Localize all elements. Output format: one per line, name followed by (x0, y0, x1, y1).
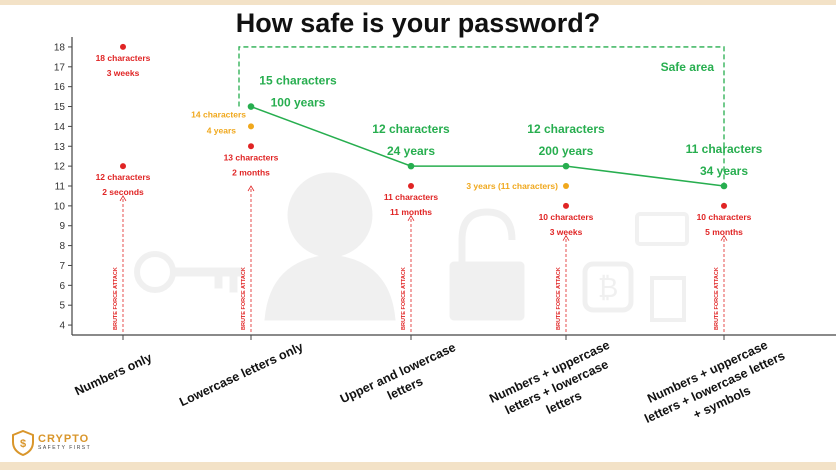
svg-text:₿: ₿ (598, 272, 619, 303)
brand-logo: $ CRYPTO SAFETY FIRST (12, 430, 91, 456)
danger-point (120, 163, 126, 170)
y-tick-label: 4 (59, 321, 65, 332)
card-icon (635, 212, 689, 246)
brute-force-arrowhead (119, 195, 127, 202)
danger-label-time: 2 months (232, 167, 270, 177)
warning-label-time: 4 years (207, 125, 237, 135)
brute-force-label: BRUTE FORCE ATTACK (241, 267, 247, 330)
y-tick-label: 10 (54, 201, 66, 212)
danger-label-time: 3 weeks (107, 68, 140, 78)
brute-force-arrowhead (407, 215, 415, 222)
chart-title: How safe is your password? (235, 8, 601, 38)
category-label: Numbers only (73, 350, 155, 398)
warning-label-time: 3 years (11 characters) (466, 181, 558, 191)
y-tick-label: 18 (54, 42, 66, 53)
svg-text:$: $ (20, 438, 26, 450)
danger-point (408, 183, 414, 189)
safe-point (720, 182, 728, 190)
y-tick-label: 5 (59, 301, 65, 312)
safe-point (562, 162, 570, 170)
y-tick-label: 16 (54, 82, 66, 93)
danger-label-chars: 12 characters (96, 172, 151, 182)
danger-label-chars: 13 characters (224, 152, 279, 162)
logo-name: CRYPTO (38, 433, 90, 445)
safe-label-time: 34 years (700, 164, 748, 178)
safe-line-path (250, 105, 725, 187)
danger-label-time: 3 weeks (550, 227, 583, 237)
padlock-icon (449, 208, 525, 321)
shield-icon: $ (12, 430, 34, 456)
safe-label-chars: 12 characters (527, 122, 605, 136)
brute-force-arrowhead (247, 185, 255, 192)
logo-tagline: SAFETY FIRST (38, 445, 92, 451)
data-points (120, 43, 728, 209)
brute-force-arrows: BRUTE FORCE ATTACK BRUTE FORCE ATTACK BRUT… (113, 185, 728, 332)
bitcoin-icon: ₿ (582, 261, 634, 313)
y-tick-label: 8 (59, 241, 65, 252)
y-tick-label: 9 (59, 221, 65, 232)
y-tick-label: 13 (54, 142, 66, 153)
danger-point (563, 202, 569, 209)
danger-point (721, 202, 727, 209)
danger-point (248, 143, 254, 150)
category-label: Numbers + uppercaseletters + lowercase l… (635, 333, 794, 441)
category-label: Lowercase letters only (177, 340, 305, 410)
hacker-icon (264, 172, 396, 321)
top-decor-strip (0, 0, 836, 5)
safe-label-chars: 11 characters (686, 142, 763, 156)
key-icon (134, 251, 243, 293)
danger-label-chars: 10 characters (539, 212, 594, 222)
safe-point (247, 103, 255, 110)
danger-label-chars: 11 characters (384, 192, 439, 202)
brute-force-arrowhead (720, 234, 728, 241)
safe-label-time: 24 years (387, 144, 435, 158)
warning-point (563, 183, 569, 189)
brute-force-arrowhead (562, 234, 570, 241)
document-icon (650, 276, 686, 322)
background-illustrations: ₿ (134, 172, 689, 322)
category-labels: Numbers only Lowercase letters only Upper … (73, 333, 794, 441)
category-label-line: Numbers only (73, 350, 155, 398)
safe-area-border (238, 46, 725, 186)
y-tick-label: 17 (54, 62, 66, 73)
axes: 4 5 6 7 8 9 10 11 12 13 14 15 16 17 18 (54, 37, 836, 340)
safe-label-chars: 12 characters (372, 122, 450, 136)
y-tick-label: 12 (54, 162, 66, 173)
y-tick-label: 14 (54, 122, 66, 133)
category-label: Numbers + uppercaseletters + lowercasele… (487, 338, 626, 437)
safe-label-time: 200 years (539, 144, 594, 158)
danger-label-chars: 18 characters (96, 53, 151, 63)
category-label: Upper and lowercaseletters (338, 340, 465, 421)
safe-label-time: 100 years (271, 96, 326, 110)
y-tick-label: 15 (54, 102, 66, 113)
brute-force-label: BRUTE FORCE ATTACK (714, 267, 720, 330)
safe-series-line (250, 105, 725, 187)
category-label-line: Lowercase letters only (177, 340, 305, 410)
safe-point (407, 162, 415, 170)
brute-force-label: BRUTE FORCE ATTACK (401, 267, 407, 330)
danger-point (120, 43, 126, 50)
y-tick-label: 11 (55, 182, 66, 193)
warning-label-chars: 14 characters (191, 109, 246, 119)
safe-area-label: Safe area (661, 60, 715, 74)
danger-label-time: 2 seconds (102, 187, 144, 197)
danger-label-time: 11 months (390, 207, 432, 217)
danger-label-time: 5 months (705, 227, 743, 237)
danger-label-chars: 10 characters (697, 212, 752, 222)
safe-label-chars: 15 characters (259, 74, 337, 88)
y-tick-label: 7 (59, 261, 65, 272)
safe-area-box: Safe area (238, 46, 725, 186)
warning-point (248, 123, 254, 130)
data-labels: 15 characters 100 years 12 characters 24 ye… (96, 53, 763, 237)
y-tick-label: 6 (59, 281, 65, 292)
brute-force-label: BRUTE FORCE ATTACK (556, 267, 562, 330)
brute-force-label: BRUTE FORCE ATTACK (113, 267, 119, 330)
bottom-decor-strip (0, 462, 836, 470)
